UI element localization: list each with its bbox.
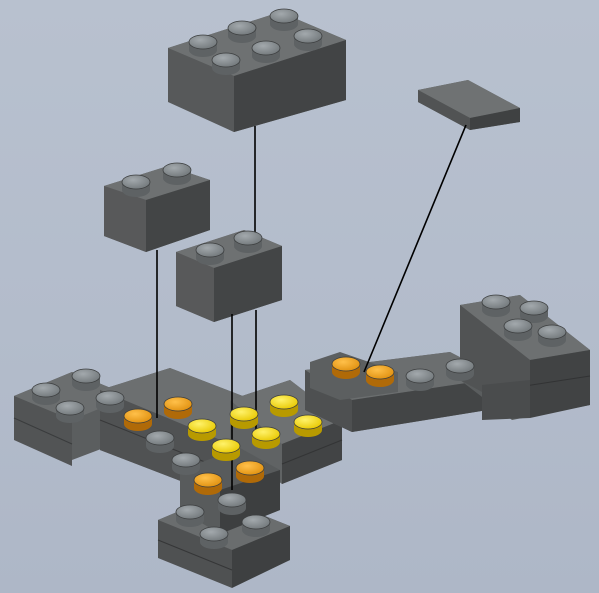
- stud-yellow: [187, 418, 217, 441]
- stud-yellow: [293, 414, 323, 437]
- tile-1x2: [418, 80, 520, 130]
- stud-yellow: [251, 426, 281, 449]
- stud-grey: [241, 514, 271, 537]
- stud-orange: [365, 364, 395, 387]
- stud-grey: [195, 242, 225, 265]
- stud-grey: [293, 28, 323, 51]
- stud-grey: [199, 526, 229, 549]
- stud-yellow: [229, 406, 259, 429]
- stud-grey: [227, 20, 257, 43]
- stud-grey: [188, 34, 218, 57]
- stud-grey: [519, 300, 549, 323]
- stud-grey: [233, 230, 263, 253]
- stud-grey: [481, 294, 511, 317]
- stud-grey: [503, 318, 533, 341]
- stud-grey: [171, 452, 201, 475]
- leader-line-tile: [363, 124, 467, 373]
- stud-grey: [121, 174, 151, 197]
- stud-orange: [163, 396, 193, 419]
- stud-grey: [162, 162, 192, 185]
- stud-orange: [331, 356, 361, 379]
- stud-grey: [31, 382, 61, 405]
- stud-yellow: [269, 394, 299, 417]
- stud-grey: [445, 358, 475, 381]
- stud-grey: [537, 324, 567, 347]
- stud-yellow: [211, 438, 241, 461]
- stud-orange: [193, 472, 223, 495]
- stud-grey: [71, 368, 101, 391]
- stud-grey: [55, 400, 85, 423]
- stud-grey: [251, 40, 281, 63]
- brick-2x4: [168, 12, 346, 132]
- stud-orange: [123, 408, 153, 431]
- brick-1x2-upper: [104, 166, 210, 252]
- stud-grey: [269, 8, 299, 31]
- stud-orange: [235, 460, 265, 483]
- stud-grey: [95, 390, 125, 413]
- stud-grey: [217, 492, 247, 515]
- stud-grey: [405, 368, 435, 391]
- stud-layer: [31, 8, 567, 549]
- stud-grey: [211, 52, 241, 75]
- stud-grey: [145, 430, 175, 453]
- brick-1x2-lower: [176, 230, 282, 322]
- stud-grey: [175, 504, 205, 527]
